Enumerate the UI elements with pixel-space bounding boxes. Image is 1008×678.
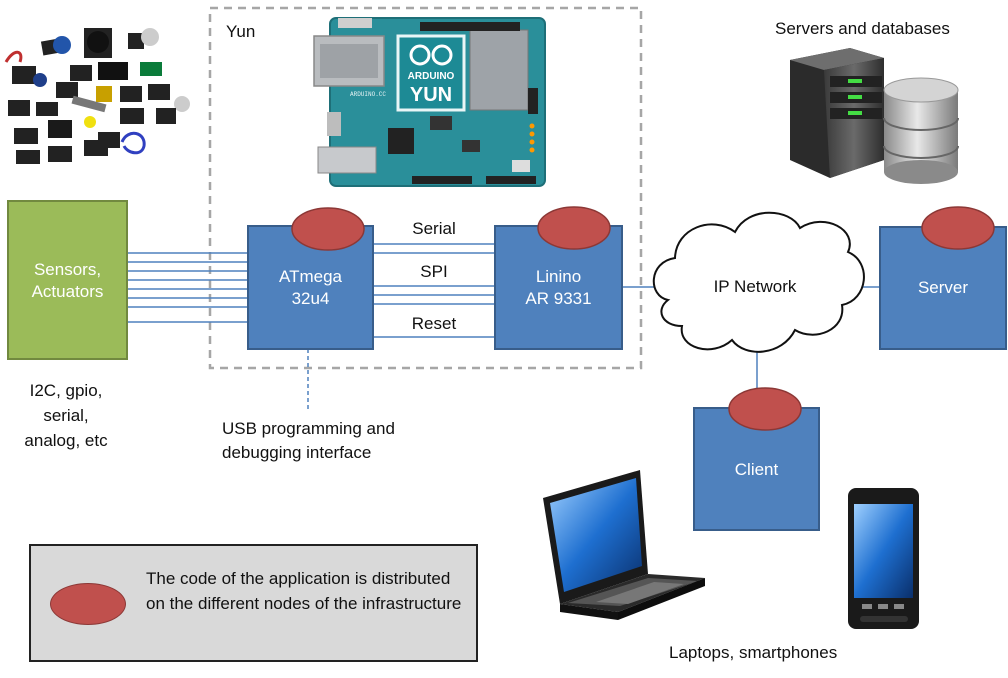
atmega-app-node <box>291 207 365 251</box>
laptop-image <box>543 470 705 620</box>
arduino-yun-board-image: ARDUINO YUN ARDUINO.CC <box>313 17 546 187</box>
server-app-node <box>921 206 995 250</box>
servers-label: Servers and databases <box>775 19 950 38</box>
network-label: IP Network <box>713 277 797 296</box>
client-box-label: Client <box>734 460 779 479</box>
sensors-caption: I2C, gpio, serial, analog, etc <box>24 381 108 450</box>
client-app-node <box>728 387 802 431</box>
legend-app-node-marker <box>50 583 126 625</box>
legend-text: The code of the application is distribut… <box>146 569 462 613</box>
server-box-label: Server <box>917 278 969 297</box>
devices-caption: Laptops, smartphones <box>669 643 838 662</box>
network-cloud <box>652 211 865 353</box>
sensors-box <box>7 200 128 360</box>
usb-caption: USB programming and debugging interface <box>222 419 395 462</box>
yun-boundary <box>208 6 643 370</box>
smartphone-image <box>848 488 919 629</box>
sensor-modules-image <box>4 28 190 164</box>
reset-label: Reset <box>411 314 457 333</box>
atmega-box-label: ATmega 32u4 <box>279 267 342 308</box>
legend: The code of the application is distribut… <box>29 544 478 662</box>
server-rack-image <box>790 48 884 178</box>
yun-title: Yun <box>226 22 256 41</box>
linino-box-label: Linino AR 9331 <box>525 267 592 308</box>
serial-label: Serial <box>412 219 456 238</box>
board-site-text: ARDUINO.CC <box>350 91 386 98</box>
database-image <box>883 77 959 184</box>
spi-label: SPI <box>420 262 448 281</box>
linino-app-node <box>537 206 611 250</box>
sensors-box-label: Sensors, Actuators <box>31 260 104 301</box>
board-brand-text: ARDUINO <box>408 71 455 82</box>
mcu-links <box>373 243 495 338</box>
board-model-text: YUN <box>410 84 452 106</box>
sensor-bus-lines <box>127 252 248 323</box>
